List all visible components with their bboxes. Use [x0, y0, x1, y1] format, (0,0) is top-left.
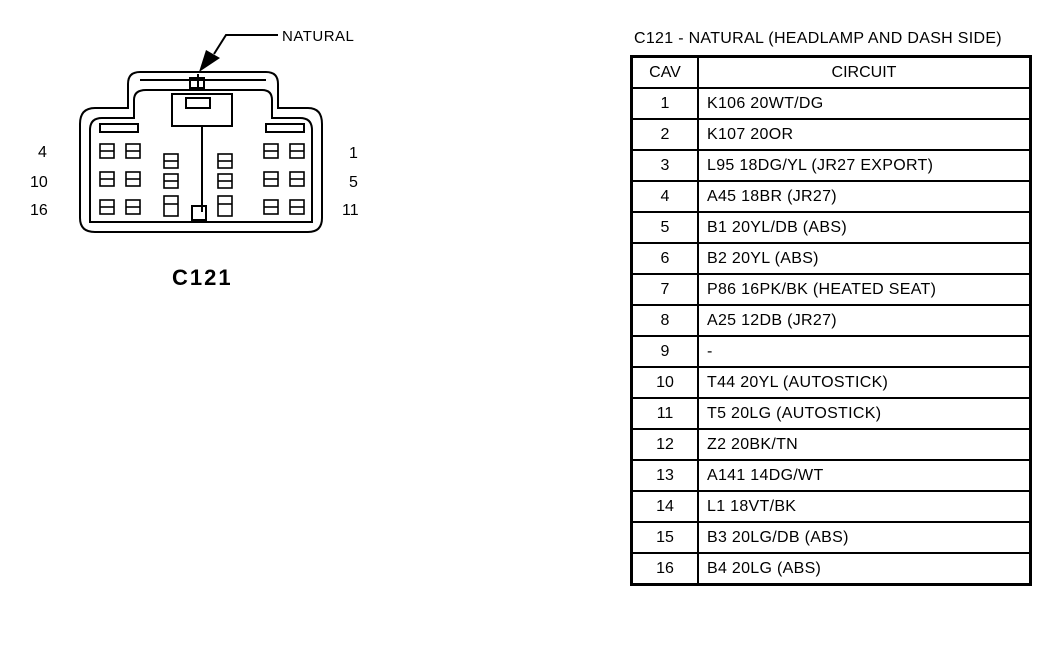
left-shoulder	[99, 123, 139, 133]
circuit-cell: K106 20WT/DG	[697, 87, 1032, 120]
circuit-cell: A25 12DB (JR27)	[697, 304, 1032, 337]
cav-cell: 14	[630, 490, 699, 523]
cav-cell: 8	[630, 304, 699, 337]
circuit-cell: B3 20LG/DB (ABS)	[697, 521, 1032, 554]
cav-cell: 12	[630, 428, 699, 461]
housing-inner-outline	[89, 89, 313, 223]
circuit-column-header: CIRCUIT	[697, 55, 1032, 89]
circuit-cell: B4 20LG (ABS)	[697, 552, 1032, 586]
circuit-cell: P86 16PK/BK (HEATED SEAT)	[697, 273, 1032, 306]
natural-callout: NATURAL	[199, 28, 354, 72]
cav-cell: 11	[630, 397, 699, 430]
table-row: 9-	[630, 335, 1032, 368]
circuit-cell: T44 20YL (AUTOSTICK)	[697, 366, 1032, 399]
cav-cell: 3	[630, 149, 699, 182]
circuit-cell: A141 14DG/WT	[697, 459, 1032, 492]
circuit-cell: L1 18VT/BK	[697, 490, 1032, 523]
cav-cell: 4	[630, 180, 699, 213]
callout-arrowhead	[199, 50, 220, 72]
table-header-row: CAV CIRCUIT	[630, 55, 1032, 89]
circuit-cell: B2 20YL (ABS)	[697, 242, 1032, 275]
cav-cell: 2	[630, 118, 699, 151]
cav-cell: 6	[630, 242, 699, 275]
terminal-cavities	[99, 143, 305, 217]
connector-housing	[79, 71, 323, 233]
cav-cell: 7	[630, 273, 699, 306]
latch-window	[185, 97, 211, 109]
cavity-row-bottom	[99, 195, 305, 217]
circuit-cell: Z2 20BK/TN	[697, 428, 1032, 461]
cavity-row-middle	[99, 171, 305, 189]
lock-tab	[189, 77, 205, 89]
callout-label: NATURAL	[282, 28, 354, 45]
housing-outline	[79, 71, 323, 233]
pin-label-1: 1	[349, 145, 358, 162]
circuit-cell: B1 20YL/DB (ABS)	[697, 211, 1032, 244]
cav-cell: 10	[630, 366, 699, 399]
right-shoulder	[265, 123, 305, 133]
cav-column-header: CAV	[630, 55, 699, 89]
callout-leader-line	[213, 34, 278, 55]
cav-cell: 16	[630, 552, 699, 586]
pin-label-10: 10	[30, 174, 48, 191]
cav-cell: 9	[630, 335, 699, 368]
table-title: C121 - NATURAL (HEADLAMP AND DASH SIDE)	[634, 30, 1002, 47]
circuit-cell: K107 20OR	[697, 118, 1032, 151]
circuit-cell: T5 20LG (AUTOSTICK)	[697, 397, 1032, 430]
circuit-cell: -	[697, 335, 1032, 368]
circuit-cell: A45 18BR (JR27)	[697, 180, 1032, 213]
pin-label-4: 4	[38, 144, 47, 161]
cav-cell: 1	[630, 87, 699, 120]
circuit-cell: L95 18DG/YL (JR27 EXPORT)	[697, 149, 1032, 182]
pin-label-11: 11	[342, 202, 359, 219]
key-block	[191, 205, 207, 221]
cav-cell: 5	[630, 211, 699, 244]
pin-label-5: 5	[349, 174, 358, 191]
cavity-row-top	[99, 143, 305, 169]
connector-c121-diagram: NATURAL	[30, 28, 359, 290]
cav-cell: 13	[630, 459, 699, 492]
pin-label-16: 16	[30, 202, 48, 219]
cav-cell: 15	[630, 521, 699, 554]
connector-id-label: C121	[172, 265, 233, 290]
